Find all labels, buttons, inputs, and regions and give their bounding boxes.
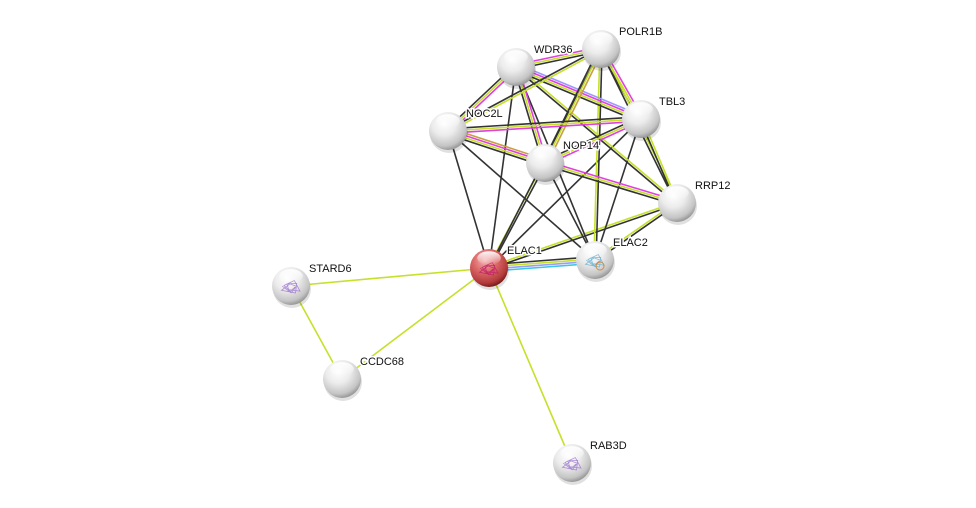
- node-ccdc68[interactable]: CCDC68: [323, 355, 406, 401]
- edge-tbl3-noc2l[interactable]: [447, 116, 642, 134]
- edge-evidence-experiments: [545, 160, 678, 202]
- edge-elac1-wdr36[interactable]: [488, 66, 517, 269]
- edge-elac2-polr1b[interactable]: [593, 48, 603, 261]
- node-polr1b[interactable]: POLR1B: [582, 25, 664, 71]
- node-tbl3[interactable]: TBL3: [622, 95, 687, 141]
- node-elac2[interactable]: ELAC2: [576, 236, 649, 282]
- node-label: TBL3: [659, 96, 685, 108]
- node-stard6[interactable]: STARD6: [272, 262, 353, 308]
- edge-evidence-coexpression: [595, 49, 603, 261]
- edge-evidence-experiments: [516, 65, 642, 119]
- edge-wdr36-rrp12[interactable]: [514, 65, 679, 205]
- node-highlight: [665, 186, 689, 200]
- edge-evidence-textmining: [516, 65, 679, 203]
- node-wdr36[interactable]: WDR36: [497, 43, 574, 89]
- edge-elac1-noc2l[interactable]: [447, 130, 490, 269]
- edge-evidence-coexpression: [514, 67, 677, 205]
- node-highlight: [504, 50, 528, 64]
- edge-evidence-coexpression: [542, 47, 600, 163]
- node-label: RRP12: [695, 180, 730, 192]
- node-highlight: [629, 102, 653, 116]
- protein-structure-icon: [584, 253, 605, 268]
- node-label: STARD6: [309, 263, 352, 275]
- node-highlight: [279, 269, 303, 283]
- node-label: NOP14: [563, 140, 599, 152]
- protein-structure-icon: [478, 261, 499, 276]
- node-highlight: [436, 114, 460, 128]
- node-rab3d[interactable]: RAB3D: [553, 439, 628, 485]
- edge-evidence-textmining: [341, 267, 490, 380]
- edge-polr1b-nop14[interactable]: [542, 47, 604, 165]
- node-label: WDR36: [534, 44, 573, 56]
- edge-nop14-rrp12[interactable]: [544, 160, 678, 206]
- edge-evidence-experiments: [448, 120, 642, 134]
- node-label: RAB3D: [590, 440, 627, 452]
- edge-polr1b-noc2l[interactable]: [447, 47, 602, 133]
- node-noc2l[interactable]: NOC2L: [429, 107, 504, 153]
- node-label: CCDC68: [360, 356, 404, 368]
- edge-evidence-coexpression: [488, 66, 517, 269]
- node-highlight: [477, 251, 501, 265]
- node-label: POLR1B: [619, 26, 662, 38]
- node-nop14[interactable]: NOP14: [526, 139, 601, 185]
- edge-evidence-homology: [516, 63, 643, 117]
- edge-elac1-ccdc68[interactable]: [341, 267, 490, 380]
- edge-elac2-noc2l[interactable]: [447, 130, 596, 261]
- node-elac1[interactable]: ELAC1: [470, 244, 543, 290]
- edge-elac1-rab3d[interactable]: [488, 267, 573, 464]
- edge-evidence-neighborhood: [546, 49, 604, 165]
- node-label: NOC2L: [466, 108, 503, 120]
- edge-evidence-coexpression: [447, 130, 490, 269]
- protein-structure-icon: [280, 279, 301, 294]
- edge-evidence-coexpression: [447, 116, 641, 130]
- edge-elac2-tbl3[interactable]: [594, 118, 642, 261]
- node-highlight: [589, 32, 613, 46]
- node-label: ELAC2: [613, 237, 648, 249]
- protein-structure-icon: [595, 261, 605, 271]
- edge-evidence-textmining: [290, 267, 490, 287]
- protein-structure-icon: [561, 456, 582, 471]
- edge-evidence-textmining: [593, 48, 601, 260]
- edge-evidence-textmining: [448, 49, 602, 133]
- edge-evidence-coexpression: [447, 130, 596, 261]
- edge-evidence-coexpression: [594, 118, 642, 261]
- edge-evidence-coexpression: [447, 47, 601, 131]
- node-highlight: [330, 362, 354, 376]
- node-highlight: [560, 446, 584, 460]
- node-rrp12[interactable]: RRP12: [658, 179, 732, 225]
- edge-evidence-textmining: [488, 267, 573, 464]
- edge-elac1-stard6[interactable]: [290, 267, 490, 287]
- node-highlight: [533, 146, 557, 160]
- node-label: ELAC1: [507, 245, 542, 257]
- edge-evidence-textmining: [544, 162, 678, 204]
- edge-evidence-coexpression: [488, 118, 642, 269]
- edge-evidence-textmining: [544, 48, 602, 164]
- edge-evidence-coexpression: [544, 164, 677, 206]
- edge-evidence-coexpression: [489, 163, 547, 269]
- edge-evidence-textmining: [447, 118, 642, 132]
- node-highlight: [583, 243, 607, 257]
- edge-elac1-tbl3[interactable]: [488, 118, 642, 269]
